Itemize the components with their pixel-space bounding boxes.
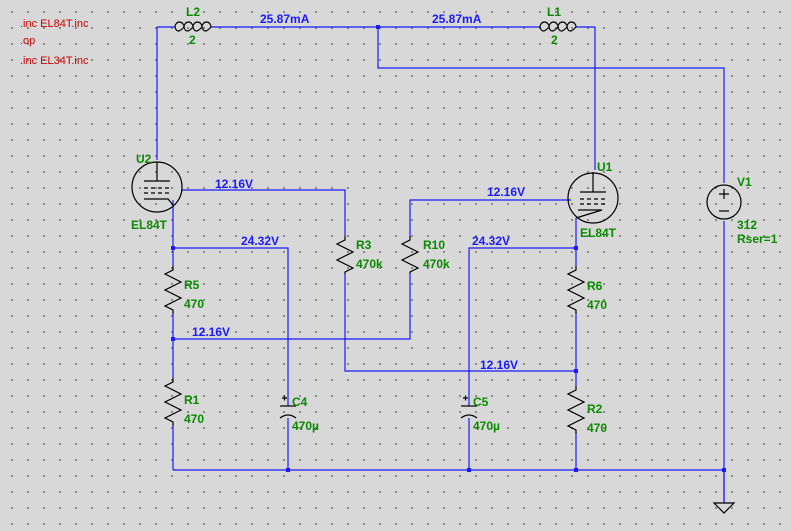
wire-r3-bottom	[344, 274, 576, 372]
label-r2-value: 470	[587, 421, 607, 435]
wire-u1-grid	[409, 199, 571, 236]
capacitor-c5[interactable]	[460, 395, 478, 419]
label-r2-name: R2	[587, 402, 603, 416]
spice-directives[interactable]: .inc EL84T.inc .op .inc EL34T.inc	[20, 18, 89, 67]
label-u1-name: U1	[597, 160, 613, 174]
label-l2-value: 2	[189, 33, 196, 47]
label-v1-name: V1	[737, 175, 752, 189]
label-r10-name: R10	[423, 238, 445, 252]
voltage-annotation-mid-right: 12.16V	[480, 358, 518, 372]
wire-u1-cathode-c5	[468, 247, 576, 406]
ground-symbol[interactable]	[712, 470, 736, 514]
resistor-r10[interactable]	[400, 236, 420, 274]
label-l1-value: 2	[551, 33, 558, 47]
label-r5-value: 470	[184, 297, 204, 311]
label-r6-value: 470	[587, 298, 607, 312]
junction-dot	[574, 369, 578, 373]
junction-dot	[574, 468, 578, 472]
directive-include-el34t[interactable]: .inc EL34T.inc	[20, 55, 89, 67]
current-annotation-right: 25.87mA	[432, 12, 482, 26]
label-r6-name: R6	[587, 279, 603, 293]
current-annotation-left: 25.87mA	[260, 12, 310, 26]
voltage-annotation-u2-cathode: 24.32V	[241, 234, 279, 248]
resistor-r5[interactable]	[163, 266, 183, 314]
directive-op[interactable]: .op	[20, 35, 35, 47]
component-labels: L2 2 L1 2 U2 EL84T U1 EL84T V1 312 Rser=…	[131, 5, 778, 435]
label-r3-value: 470k	[356, 257, 383, 271]
label-r3-name: R3	[356, 238, 372, 252]
resistor-r3[interactable]	[335, 236, 355, 274]
junction-dot	[171, 246, 175, 250]
voltage-annotation-u1-cathode: 24.32V	[472, 234, 510, 248]
junction-dot	[171, 337, 175, 341]
voltage-annotation-u1-grid: 12.16V	[487, 185, 525, 199]
voltage-annotation-mid-left: 12.16V	[192, 325, 230, 339]
wire-r10-bottom	[173, 274, 411, 340]
label-u2-name: U2	[136, 152, 152, 166]
label-u2-value: EL84T	[131, 218, 168, 232]
wire-u2-cathode-c4	[173, 247, 289, 406]
label-c4-name: C4	[292, 395, 308, 409]
directive-include-el84t[interactable]: .inc EL84T.inc	[20, 18, 89, 30]
resistor-r6[interactable]	[566, 266, 586, 314]
operating-point-annotations: 25.87mA 25.87mA 12.16V 12.16V 24.32V 24.…	[192, 12, 525, 372]
resistor-r2[interactable]	[566, 386, 586, 434]
wire-supply	[377, 27, 725, 183]
tube-u2[interactable]	[131, 161, 183, 213]
junction-dot	[376, 25, 380, 29]
voltage-annotation-u2-grid: 12.16V	[215, 177, 253, 191]
wires	[156, 26, 725, 503]
label-v1-param: Rser=1	[737, 232, 778, 246]
inductor-l1[interactable]	[539, 21, 577, 32]
label-c5-value: 470µ	[473, 419, 500, 433]
tube-u1[interactable]	[567, 172, 619, 224]
label-r5-name: R5	[184, 278, 200, 292]
label-u1-value: EL84T	[580, 226, 617, 240]
junction-dot	[574, 246, 578, 250]
label-l1-name: L1	[547, 5, 561, 19]
label-r10-value: 470k	[423, 257, 450, 271]
label-c5-name: C5	[473, 395, 489, 409]
label-r1-name: R1	[184, 393, 200, 407]
capacitor-c4[interactable]	[279, 395, 297, 419]
label-r1-value: 470	[184, 412, 204, 426]
label-v1-value: 312	[737, 218, 757, 232]
junction-dot	[286, 468, 290, 472]
label-l2-name: L2	[186, 5, 200, 19]
label-c4-value: 470µ	[292, 419, 319, 433]
junction-dot	[467, 468, 471, 472]
inductor-l2[interactable]	[174, 21, 212, 32]
voltage-source-v1[interactable]	[706, 184, 742, 220]
wire-u2-grid	[181, 189, 346, 236]
resistor-r1[interactable]	[163, 378, 183, 426]
